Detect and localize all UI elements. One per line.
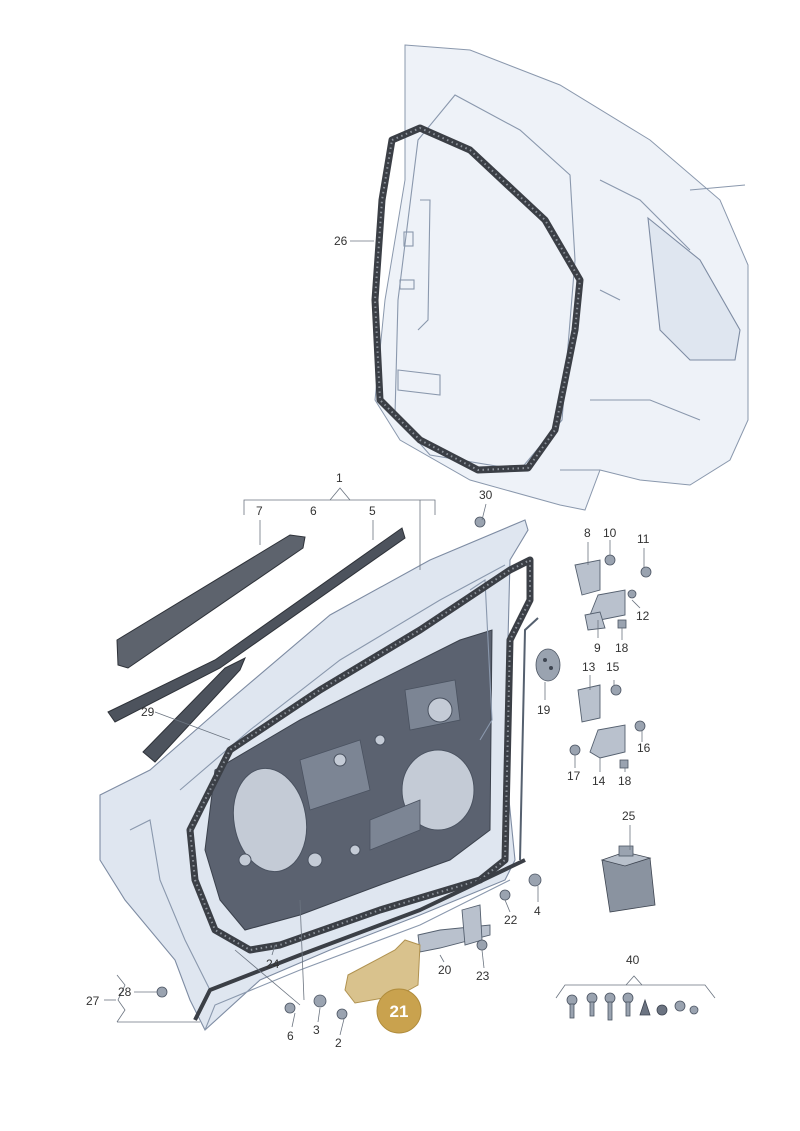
callout-4: 4 bbox=[534, 904, 541, 918]
callout-28: 28 bbox=[118, 985, 132, 999]
callout-2: 2 bbox=[335, 1036, 342, 1050]
callout-9: 9 bbox=[594, 641, 601, 655]
door-check-strap bbox=[417, 889, 511, 953]
vehicle-body-side-frame bbox=[374, 44, 749, 511]
callout-7: 7 bbox=[256, 504, 263, 518]
callout-1: 1 bbox=[336, 471, 343, 485]
callout-18-upper: 18 bbox=[615, 641, 629, 655]
callout-30: 30 bbox=[479, 488, 493, 502]
check-strap-rod bbox=[519, 617, 539, 861]
upper-hinge bbox=[574, 554, 652, 631]
callout-21: 21 bbox=[390, 1002, 409, 1021]
callout-27: 27 bbox=[86, 994, 100, 1008]
callout-labels: 1 6 7 5 26 30 8 10 11 12 9 18 13 15 19 2… bbox=[86, 234, 651, 1050]
door-stop-bolt-4 bbox=[528, 873, 542, 887]
door-trim-strips bbox=[107, 527, 406, 763]
callout-25: 25 bbox=[622, 809, 636, 823]
callout-13: 13 bbox=[582, 660, 596, 674]
callout-29: 29 bbox=[141, 705, 155, 719]
callout-11: 11 bbox=[637, 532, 650, 546]
callout-19: 19 bbox=[537, 703, 551, 717]
callout-15: 15 bbox=[606, 660, 620, 674]
callout-24: 24 bbox=[266, 957, 280, 971]
door-lower-seal bbox=[193, 858, 526, 1021]
callout-12: 12 bbox=[636, 609, 650, 623]
callout-10: 10 bbox=[603, 526, 617, 540]
callout-14: 14 bbox=[592, 774, 606, 788]
callout-3: 3 bbox=[313, 1023, 320, 1037]
highlighted-part-21 bbox=[344, 939, 421, 1004]
callout-6-bottom: 6 bbox=[287, 1029, 294, 1043]
lower-hinge bbox=[569, 684, 646, 769]
callout-23: 23 bbox=[476, 969, 490, 983]
callout-22: 22 bbox=[504, 913, 518, 927]
callout-21-badge: 21 bbox=[376, 988, 422, 1034]
callout-40: 40 bbox=[626, 953, 640, 967]
callout-18-lower: 18 bbox=[618, 774, 632, 788]
callout-16: 16 bbox=[637, 741, 651, 755]
door-opening-weatherstrip bbox=[371, 124, 584, 474]
door-weatherstrip bbox=[186, 556, 534, 954]
callout-20: 20 bbox=[438, 963, 452, 977]
door-rubber-buffer bbox=[535, 648, 561, 682]
sealant-container bbox=[600, 845, 656, 913]
callout-26: 26 bbox=[334, 234, 348, 248]
screw-assortment bbox=[566, 992, 699, 1021]
callout-17: 17 bbox=[567, 769, 581, 783]
callout-8: 8 bbox=[584, 526, 591, 540]
callout-6-top: 6 bbox=[310, 504, 317, 518]
callout-5: 5 bbox=[369, 504, 376, 518]
leader-lines bbox=[104, 240, 716, 1036]
